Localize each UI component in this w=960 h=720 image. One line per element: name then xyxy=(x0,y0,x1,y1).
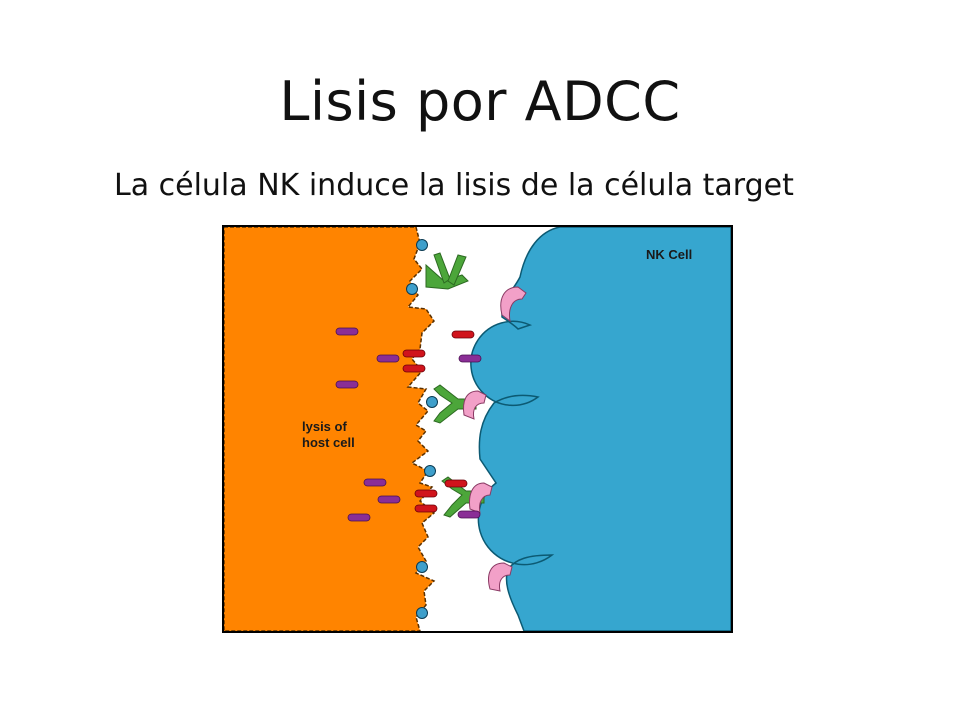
slide-title: Lisis por ADCC xyxy=(279,70,681,133)
granule-red xyxy=(402,364,426,373)
fc-receptor xyxy=(500,286,527,323)
granule-purple xyxy=(376,354,400,363)
granule-purple xyxy=(335,327,359,336)
antibody xyxy=(425,252,469,290)
antigen xyxy=(424,465,436,477)
granule-red xyxy=(414,504,438,513)
granule-red xyxy=(402,349,426,358)
granule-red xyxy=(451,330,475,339)
nk-cell xyxy=(470,226,732,632)
host-cell xyxy=(223,226,436,632)
granule-purple xyxy=(377,495,401,504)
granule-purple xyxy=(458,354,482,363)
antigen xyxy=(416,607,428,619)
adcc-diagram: NK Cell lysis of host cell xyxy=(222,225,733,633)
granule-purple xyxy=(363,478,387,487)
fc-receptor xyxy=(463,390,487,420)
granule-red xyxy=(414,489,438,498)
host-cell-label-line1: lysis of xyxy=(302,419,347,434)
granule-purple xyxy=(457,510,481,519)
granule-red xyxy=(444,479,468,488)
antigen xyxy=(406,283,418,295)
antigen xyxy=(426,396,438,408)
antibody xyxy=(433,384,477,424)
fc-receptor xyxy=(488,562,513,592)
granule-purple xyxy=(347,513,371,522)
nk-cell-label: NK Cell xyxy=(646,247,692,262)
slide-subtitle: La célula NK induce la lisis de la célul… xyxy=(114,168,794,203)
host-cell-label-line2: host cell xyxy=(302,435,355,450)
antigen xyxy=(416,561,428,573)
diagram-frame xyxy=(222,225,733,633)
granule-purple xyxy=(335,380,359,389)
antigen xyxy=(416,239,428,251)
